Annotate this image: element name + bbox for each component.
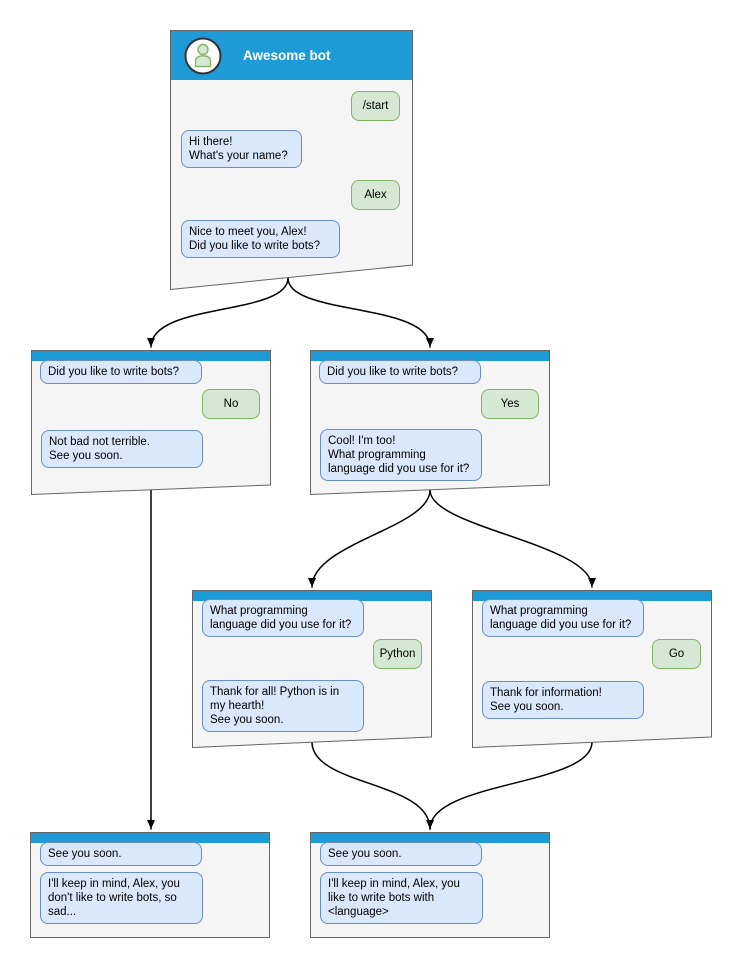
bot-avatar-person-icon [184, 37, 222, 74]
chat-window-python: What programming language did you use fo… [192, 590, 432, 748]
window-titlebar [311, 351, 549, 361]
window-titlebar [32, 351, 270, 361]
user-message-bubble: Go [652, 639, 701, 669]
bot-message-bubble: I'll keep in mind, Alex, you don't like … [40, 872, 203, 924]
bot-message-bubble: Thank for information! See you soon. [482, 681, 644, 719]
window-titlebar [311, 833, 549, 843]
edge-yes-to-python [308, 489, 431, 588]
chat-window-end-no: See you soon. I'll keep in mind, Alex, y… [30, 832, 270, 938]
bot-message-bubble: See you soon. [40, 842, 202, 866]
bot-message-bubble: Did you like to write bots? [40, 360, 202, 384]
bot-message-bubble: What programming language did you use fo… [202, 599, 364, 637]
window-title: Awesome bot [243, 48, 331, 63]
bot-message-bubble: What programming language did you use fo… [482, 599, 644, 637]
edge-yes-to-go [429, 489, 596, 588]
user-message-bubble: Alex [351, 180, 400, 210]
window-titlebar [473, 591, 711, 601]
user-message-bubble: Yes [481, 389, 539, 419]
chat-window-branch-no: Did you like to write bots? No Not bad n… [31, 350, 271, 495]
edge-python-to-end [311, 741, 434, 830]
window-titlebar [31, 833, 269, 843]
window-titlebar: Awesome bot [171, 31, 412, 80]
chat-window-start: Awesome bot /start Hi there! What's your… [170, 30, 413, 290]
bot-message-bubble: Cool! I'm too! What programming language… [320, 429, 482, 481]
bot-message-bubble: I'll keep in mind, Alex, you like to wri… [320, 872, 483, 924]
user-message-bubble: /start [351, 91, 400, 121]
bot-message-bubble: See you soon. [320, 842, 482, 866]
bot-message-bubble: Hi there! What's your name? [181, 130, 302, 168]
bot-message-bubble: Not bad not terrible. See you soon. [41, 430, 203, 468]
user-message-bubble: No [202, 389, 260, 419]
chat-window-branch-yes: Did you like to write bots? Yes Cool! I'… [310, 350, 550, 495]
bot-message-bubble: Did you like to write bots? [319, 360, 481, 384]
user-message-bubble: Python [373, 639, 422, 669]
edge-go-to-end [429, 741, 593, 830]
window-titlebar [193, 591, 431, 601]
chat-window-end-yes: See you soon. I'll keep in mind, Alex, y… [310, 832, 550, 938]
chat-window-go: What programming language did you use fo… [472, 590, 712, 748]
bot-message-bubble: Thank for all! Python is in my hearth! S… [202, 680, 364, 732]
bot-message-bubble: Nice to meet you, Alex! Did you like to … [181, 220, 340, 258]
